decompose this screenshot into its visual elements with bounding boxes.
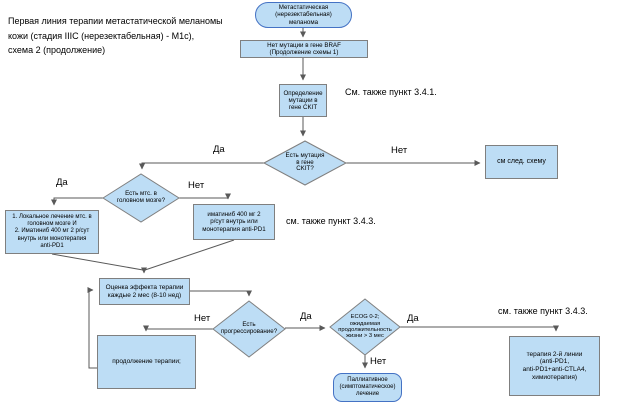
label-brain-yes: Да [56, 177, 68, 188]
label-progression-no: Нет [194, 313, 211, 324]
edge-imatinib-to-eval [144, 239, 235, 271]
edge-local-to-eval [51, 253, 144, 271]
ecog-decision-text: ECOG 0-2; ожидаемая продолжительность жи… [338, 314, 392, 340]
edge-continue-loop-to-eval [87, 287, 97, 369]
ckit-decision-diamond [262, 140, 348, 186]
note-section-343-upper: см. также пункт 3.4.3. [286, 216, 376, 226]
edge-eval-to-progressq [190, 290, 252, 297]
note-section-343-lower: см. также пункт 3.4.3. [498, 306, 588, 316]
node-see-next-scheme: см след. схему [485, 145, 558, 179]
label-ecog-yes: Да [407, 313, 419, 324]
edge-ecogq-yes-to-secondline [400, 325, 559, 332]
node-continue-therapy: продолжение терапии; [97, 335, 196, 389]
label-ckit-no: Нет [391, 145, 408, 156]
edge-progressq-no-to-continue [143, 325, 213, 332]
brain-mts-decision-diamond [102, 173, 180, 223]
node-second-line-therapy: терапия 2-й линии (anti-PD1, anti-PD1+an… [509, 336, 600, 396]
edge-brainq-yes-to-local [51, 197, 103, 206]
node-therapy-evaluation: Оценка эффекта терапии каждые 2 мес (8-1… [99, 278, 190, 305]
progression-decision-text: Есть прогрессирование? [220, 321, 278, 335]
ecog-decision-diamond [329, 298, 401, 356]
edge-brainq-no-to-imatinib [179, 193, 231, 200]
label-ckit-yes: Да [213, 144, 225, 155]
node-palliative-care: Паллиативное (симптоматическое) лечение [333, 373, 402, 402]
ckit-decision-text: Есть мутация в гене CKIT? [285, 151, 325, 173]
note-section-341: См. также пункт 3.4.1. [345, 87, 437, 97]
brain-mts-decision-text: Есть мтс. в головном мозге? [116, 190, 166, 204]
node-start-melanoma: Метастатическая (нерезектабельная) мелан… [255, 2, 352, 28]
node-ckit-mutation-test: Определение мутации в гене CKIT [279, 84, 327, 117]
edge-ckitq-yes-to-brainq [139, 162, 264, 170]
node-local-treatment-plus-imatinib: 1. Локальное лечение мтс. в головном моз… [5, 210, 99, 254]
label-brain-no: Нет [188, 180, 205, 191]
node-no-braf-mutation: Нет мутации в гене BRAF (Продолжение схе… [240, 40, 368, 58]
label-progression-yes: Да [300, 311, 312, 322]
node-imatinib-monotherapy: иматиниб 400 мг 2 р/сут внутрь или монот… [193, 204, 275, 240]
label-ecog-no: Нет [370, 356, 387, 367]
progression-decision-diamond [212, 300, 286, 358]
page-title: Первая линия терапии метастатической мел… [8, 16, 223, 55]
